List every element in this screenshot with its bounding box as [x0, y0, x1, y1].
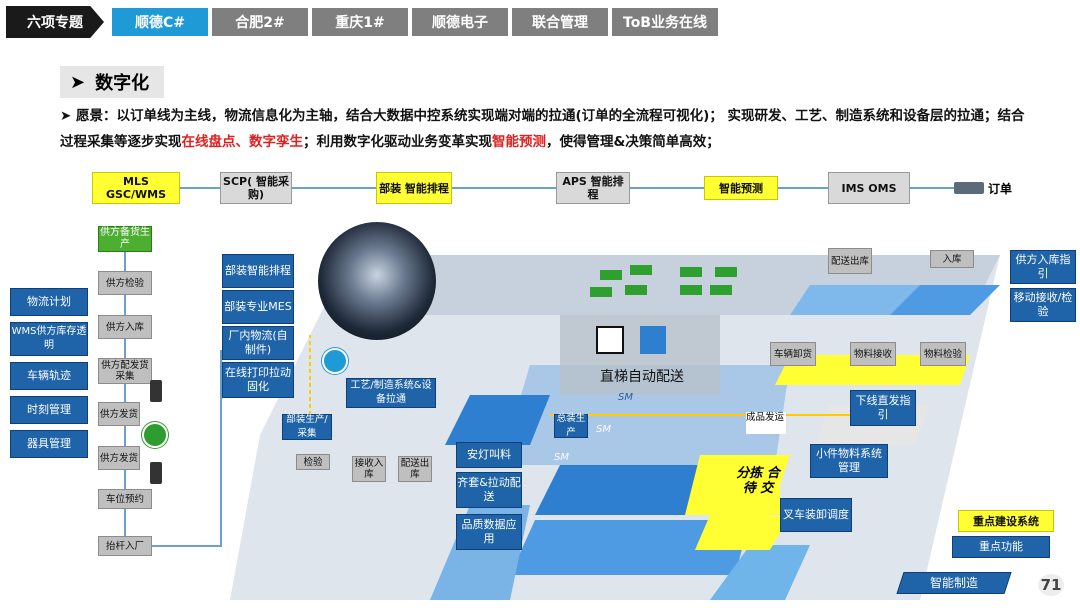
tab-hefei-2[interactable]: 合肥2# — [212, 8, 308, 36]
label-kitting: 齐套&拉动配送 — [456, 472, 522, 508]
mls-box: MLS GSC/WMS — [92, 172, 180, 204]
label-sorting: 分拣 合 待 交 — [736, 466, 780, 514]
robot-image — [318, 222, 436, 340]
system-online-print: 在线打印拉动固化 — [222, 362, 294, 398]
legend-key-system: 重点建设系统 — [958, 510, 1054, 532]
label-out-dist: 配送出库 — [398, 456, 432, 482]
arrow-line — [180, 187, 220, 189]
elevator-icon — [596, 326, 624, 354]
supplier-step-2: 供方检验 — [98, 271, 152, 295]
tab-shunde-c[interactable]: 顺德C# — [112, 8, 208, 36]
refresh-icon — [322, 348, 348, 374]
vision-part3: ，使得管理&决策简单高效； — [546, 134, 720, 150]
tab-tob-online[interactable]: ToB业务在线 — [612, 8, 718, 36]
shelf-icon — [640, 326, 666, 354]
chevron-right-icon: ➤ — [70, 71, 86, 93]
label-final-assembly: 总装生产 — [554, 413, 588, 438]
label-sm-b: SM — [596, 424, 611, 435]
system-container-management: 器具管理 — [10, 430, 88, 458]
system-wms-inventory: WMS供方库存透明 — [10, 322, 88, 356]
flow-line — [152, 545, 220, 547]
system-assembly-mes: 部装专业MES — [222, 290, 294, 324]
supplier-step-1: 供方备货生产 — [98, 226, 152, 252]
system-inplant-logistics: 厂内物流(自制件) — [222, 326, 294, 360]
arrow-line — [452, 187, 556, 189]
order-node: 订单 — [954, 178, 1024, 198]
label-dispatch-out: 配送出库 — [828, 248, 872, 274]
ims-box: IMS OMS — [828, 172, 910, 204]
vision-part2: ；利用数字化驱动业务变革实现 — [303, 134, 492, 150]
legend-smart-manufacturing: 智能制造 — [896, 572, 1012, 594]
supplier-step-5: 供方发货 — [98, 402, 140, 426]
system-time-management: 时刻管理 — [10, 396, 88, 424]
label-receive: 物料接收 — [850, 342, 896, 366]
assembly-schedule-box: 部装 智能排程 — [376, 172, 452, 204]
topic-label: 六项专题 — [6, 6, 104, 38]
vision-part1: 愿景：以订单线为主线，物流信息化为主轴，结合大数据中控系统实现端对端的拉通(订单… — [60, 108, 1025, 150]
label-finished-shipping: 成品发运 — [746, 412, 786, 434]
label-sub-assembly: 部装生产/采集 — [282, 414, 332, 440]
label-inspect: 物料检验 — [920, 342, 966, 366]
supplier-step-8: 抬杆入厂 — [98, 536, 152, 556]
order-label: 订单 — [988, 181, 1013, 196]
factory-floor-illustration — [230, 255, 1000, 600]
label-small-parts: 小件物料系统管理 — [810, 444, 888, 478]
label-receive-in: 接收入库 — [352, 456, 386, 482]
aps-box: APS 智能排程 — [556, 172, 630, 204]
tab-joint-management[interactable]: 联合管理 — [512, 8, 608, 36]
arrow-line — [630, 187, 704, 189]
smart-predict-box: 智能预测 — [704, 176, 778, 200]
vision-highlight-1: 在线盘点、数字孪生 — [181, 134, 304, 150]
vision-highlight-2: 智能预测 — [492, 134, 546, 150]
page-number: 71 — [1038, 574, 1064, 596]
bullet-icon: ➤ — [60, 108, 77, 124]
section-title: ➤ 数字化 — [60, 66, 164, 98]
system-logistics-plan: 物流计划 — [10, 288, 88, 316]
label-process-system: 工艺/制造系统&设备拉通 — [346, 378, 436, 408]
legend-key-function: 重点功能 — [952, 536, 1050, 558]
system-mobile-receive: 移动接收/检验 — [1010, 288, 1076, 322]
truck-icon — [954, 182, 984, 194]
arrow-line — [778, 187, 828, 189]
flow-line — [124, 250, 126, 540]
label-check: 检验 — [296, 454, 330, 470]
label-inbound: 入库 — [930, 250, 974, 268]
supplier-step-4: 供方配发货采集 — [98, 358, 152, 384]
vision-text: ➤ 愿景：以订单线为主线，物流信息化为主轴，结合大数据中控系统实现端对端的拉通(… — [60, 103, 1030, 155]
label-forklift: 叉车装卸调度 — [780, 498, 852, 532]
legend-smart-manufacturing-text: 智能制造 — [929, 576, 978, 590]
supplier-step-7: 车位预约 — [98, 489, 152, 509]
system-assembly-schedule: 部装智能排程 — [222, 254, 294, 288]
flow-line — [220, 350, 222, 547]
label-offline-direct: 下线直发指引 — [850, 390, 916, 426]
system-supplier-inbound-guide: 供方入库指引 — [1010, 250, 1076, 284]
label-sm-a: SM — [618, 392, 633, 403]
section-title-text: 数字化 — [95, 73, 150, 94]
label-elevator: 直梯自动配送 — [600, 369, 684, 385]
scp-box: SCP( 智能采购) — [220, 172, 292, 204]
supplier-step-6: 供方发货 — [98, 446, 140, 470]
clock-icon — [142, 422, 168, 448]
supplier-step-3: 供方入库 — [98, 315, 152, 339]
arrow-line — [910, 187, 954, 189]
tab-shunde-electronics[interactable]: 顺德电子 — [412, 8, 508, 36]
label-quality-data: 品质数据应用 — [456, 514, 522, 550]
handheld-scanner-icon — [150, 380, 162, 402]
label-sm-c: SM — [554, 452, 569, 463]
label-unload: 车辆卸货 — [770, 342, 816, 366]
tab-chongqing-1[interactable]: 重庆1# — [312, 8, 408, 36]
system-vehicle-tracking: 车辆轨迹 — [10, 362, 88, 390]
label-andon: 安灯叫料 — [456, 442, 522, 468]
arrow-line — [292, 187, 376, 189]
handheld-scanner-icon — [150, 462, 162, 484]
